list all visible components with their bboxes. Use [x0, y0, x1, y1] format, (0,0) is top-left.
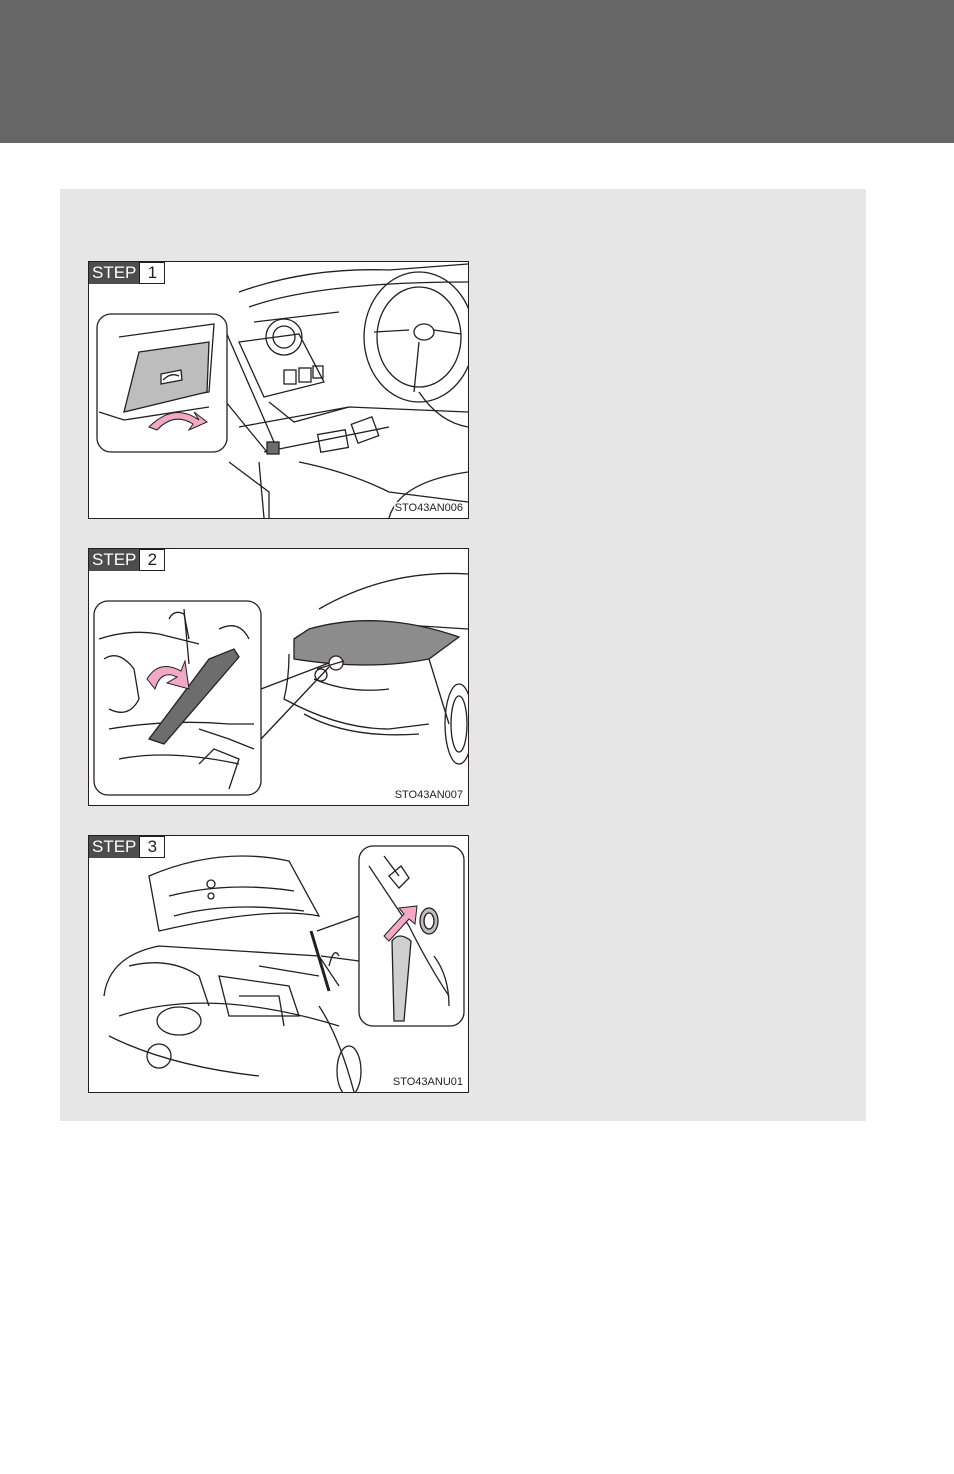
step-number: 1	[139, 262, 165, 284]
figure-code: STO43ANU01	[392, 1076, 464, 1088]
step-number: 2	[139, 549, 165, 571]
step-label: STEP	[89, 262, 139, 284]
step-tag: STEP 3	[89, 836, 165, 858]
auxiliary-catch-illustration	[89, 549, 468, 805]
step-tag: STEP 2	[89, 549, 165, 571]
support-rod-illustration	[89, 836, 468, 1092]
figure-code: STO43AN007	[394, 789, 464, 801]
figure-step-3: STEP 3	[88, 835, 469, 1093]
figure-step-1: STEP 1	[88, 261, 469, 519]
step-label: STEP	[89, 549, 139, 571]
step-number: 3	[139, 836, 165, 858]
step-tag: STEP 1	[89, 262, 165, 284]
hood-release-illustration	[89, 262, 468, 518]
step-label: STEP	[89, 836, 139, 858]
header-band	[0, 0, 954, 143]
figure-step-2: STEP 2	[88, 548, 469, 806]
figure-code: STO43AN006	[394, 502, 464, 514]
